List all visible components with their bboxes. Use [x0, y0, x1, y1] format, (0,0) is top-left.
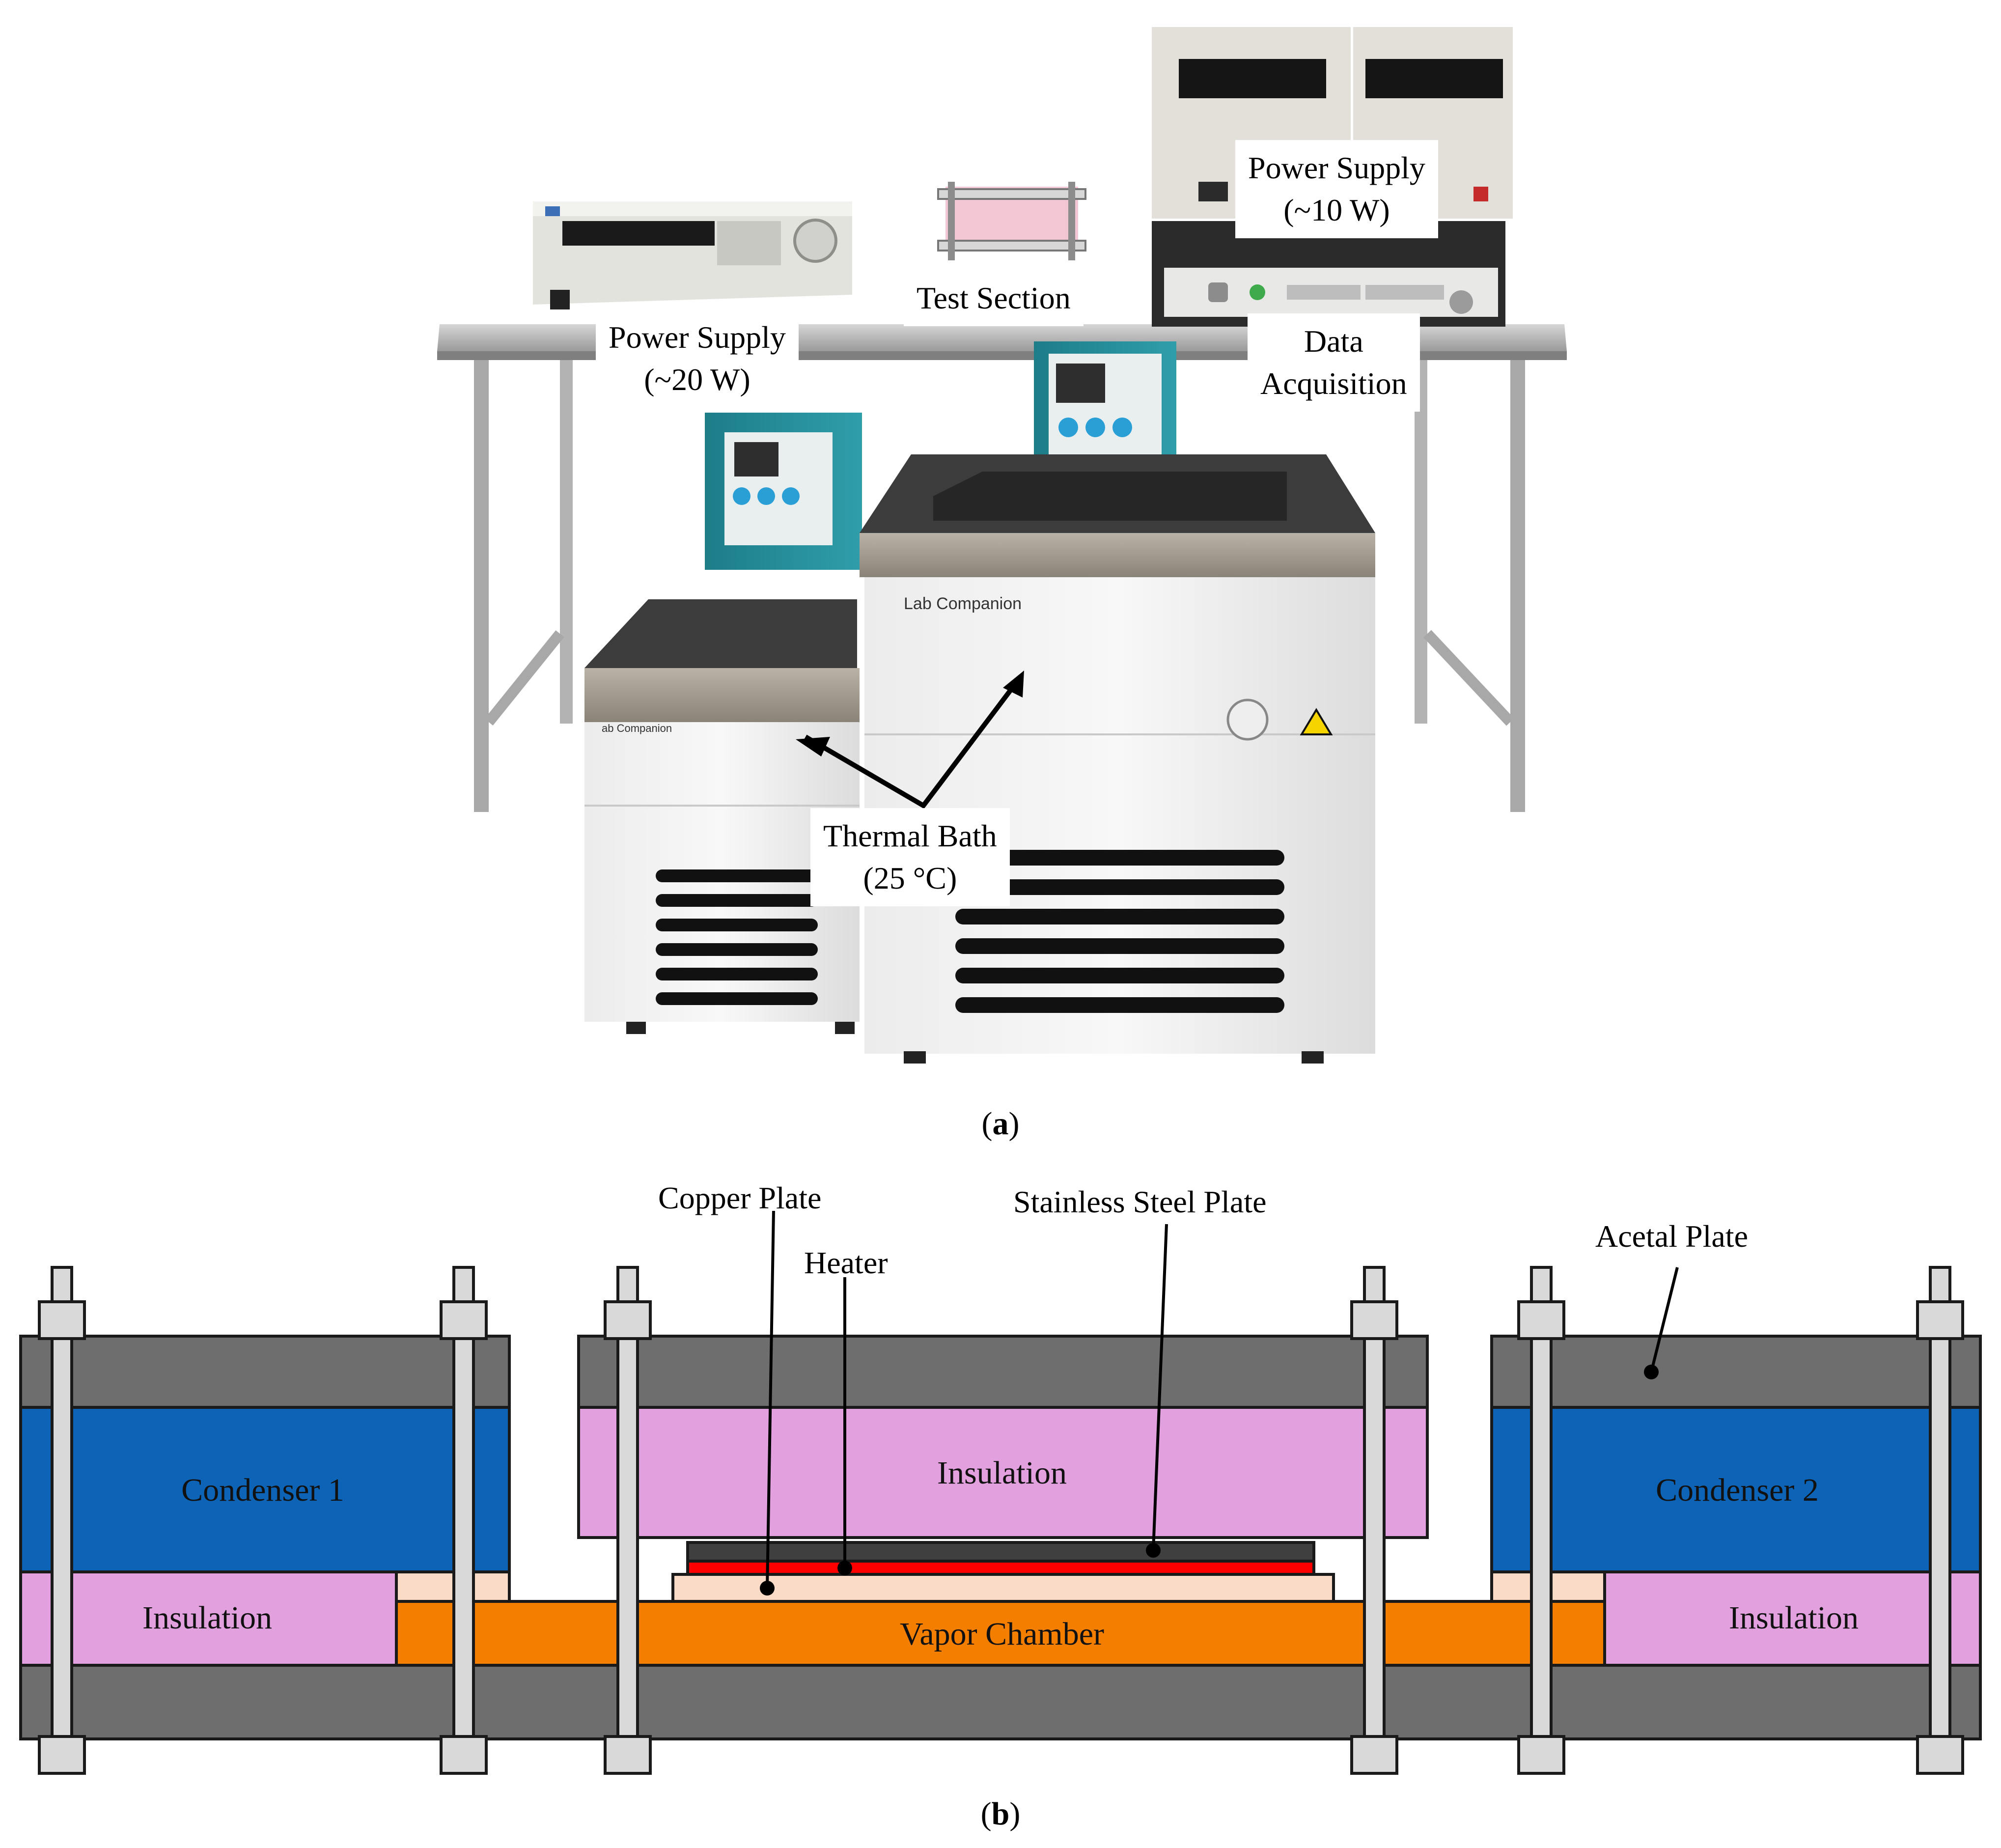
callout-text: Data [1304, 324, 1363, 359]
bolt [604, 1266, 652, 1775]
acetal-plate-left-top [19, 1335, 511, 1409]
thermal-bath-small: ab Companion [584, 413, 862, 1034]
callout-text: Power Supply [609, 320, 786, 355]
callout-power-supply-10w: Power Supply (~10 W) [1235, 140, 1438, 238]
bolt [1517, 1266, 1565, 1775]
callout-data-acquisition: Data Acquisition [1248, 313, 1420, 412]
heater [686, 1560, 1315, 1576]
data-acquisition-unit [1152, 221, 1505, 327]
caption-a: (a) [981, 1106, 1020, 1142]
label-insulation-left: Insulation [142, 1600, 272, 1636]
label-condenser-2: Condenser 2 [1656, 1472, 1819, 1508]
callout-text: (25 °C) [863, 861, 957, 896]
acetal-plate-right-top [1490, 1335, 1982, 1409]
experimental-setup-photo: ab Companion Lab Companion [437, 27, 1567, 1064]
brand-large: Lab Companion [904, 594, 1022, 613]
caption-letter: b [991, 1796, 1010, 1832]
condenser-1 [19, 1406, 511, 1573]
bolt [38, 1266, 86, 1775]
label-stainless-steel-plate: Stainless Steel Plate [1013, 1184, 1267, 1219]
callout-text: Test Section [917, 280, 1071, 315]
leader-copper-plate [766, 1210, 775, 1589]
label-vapor-chamber: Vapor Chamber [900, 1616, 1104, 1652]
condenser-2 [1490, 1406, 1982, 1573]
brand-small: ab Companion [602, 722, 672, 734]
power-supply-20w [533, 201, 852, 309]
marker-copper-plate [760, 1581, 775, 1596]
thermal-bath-arrows [804, 683, 1016, 809]
callout-text: Thermal Bath [823, 818, 997, 853]
label-copper-plate: Copper Plate [658, 1180, 821, 1215]
callout-text: (~20 W) [644, 362, 750, 397]
bolt [1916, 1266, 1964, 1775]
label-condenser-1: Condenser 1 [181, 1472, 344, 1508]
caption-letter: a [992, 1106, 1009, 1142]
callout-text: Acquisition [1260, 366, 1407, 401]
callout-text: Power Supply [1248, 150, 1425, 185]
vapor-chamber [395, 1600, 1606, 1667]
acetal-plate-center-top [577, 1335, 1429, 1409]
bolt [1350, 1266, 1398, 1775]
bolt [440, 1266, 488, 1775]
test-section-schematic: Condenser 1 Condenser 2 Insulation Insul… [19, 1180, 1982, 1775]
callout-test-section: Test Section [904, 270, 1084, 326]
label-insulation-top: Insulation [937, 1455, 1067, 1491]
leader-stainless-steel [1152, 1224, 1168, 1551]
insulation-right [1603, 1570, 1982, 1667]
marker-acetal [1644, 1365, 1659, 1379]
copper-plate [671, 1573, 1335, 1603]
callout-power-supply-20w: Power Supply (~20 W) [596, 309, 799, 408]
acetal-plate-bottom [19, 1664, 1982, 1740]
caption-b: (b) [980, 1796, 1021, 1832]
callout-thermal-bath: Thermal Bath (25 °C) [810, 808, 1010, 906]
thermal-bath-large: Lab Companion [860, 341, 1375, 1064]
stainless-steel-plate [686, 1541, 1315, 1563]
callout-text: (~10 W) [1283, 193, 1390, 227]
test-section-photo [937, 182, 1086, 260]
marker-stainless-steel [1146, 1543, 1161, 1558]
bolts [38, 1266, 1964, 1775]
leader-acetal [1650, 1267, 1679, 1372]
label-heater: Heater [804, 1245, 888, 1280]
label-insulation-right: Insulation [1729, 1600, 1859, 1636]
label-acetal-plate: Acetal Plate [1595, 1219, 1748, 1254]
marker-heater [837, 1561, 852, 1575]
arrow-head-right [1003, 671, 1024, 698]
insulation-top [577, 1406, 1429, 1539]
arrow-head-left [796, 737, 830, 756]
